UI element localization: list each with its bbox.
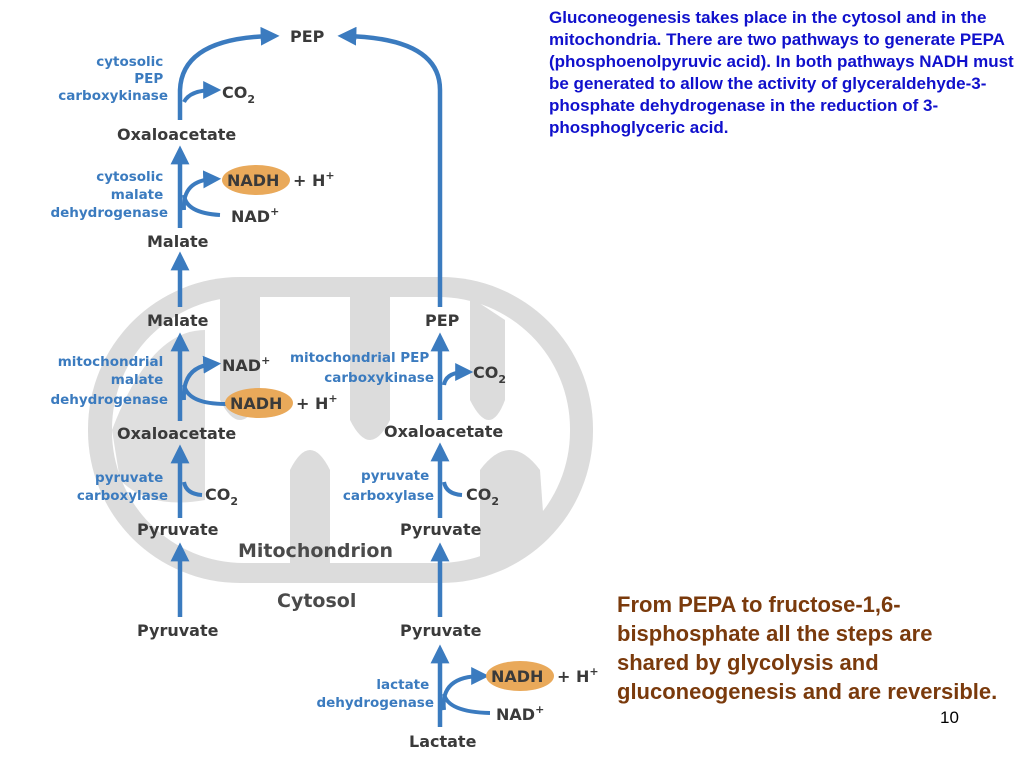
pep-mito: PEP bbox=[425, 311, 460, 330]
nadh-ldh: NADH bbox=[491, 667, 543, 686]
oxaloacetate-cyto: Oxaloacetate bbox=[117, 125, 236, 144]
nadh-release-cyto bbox=[181, 170, 222, 211]
mitochondrion-label: Mitochondrion bbox=[238, 540, 393, 562]
nad-release-mito bbox=[181, 355, 222, 401]
enzyme-cytosolic-pepck: cytosolic PEP carboxykinase bbox=[58, 54, 168, 104]
gluconeogenesis-note: Gluconeogenesis takes place in the cytos… bbox=[549, 8, 1014, 137]
page-number: 10 bbox=[940, 708, 959, 727]
co2-consumed-right bbox=[442, 481, 463, 497]
nad-mito: NAD+ bbox=[222, 354, 270, 375]
nad-consumed-cyto bbox=[182, 194, 221, 217]
cytosol-label: Cytosol bbox=[277, 590, 356, 612]
nadh-highlight-ldh bbox=[486, 661, 554, 691]
co2-right: CO2 bbox=[466, 485, 499, 508]
pyruvate-mito-left: Pyruvate bbox=[137, 520, 219, 539]
plus-h-ldh: + H+ bbox=[557, 665, 599, 686]
enzyme-pyruvate-carboxylase-left: pyruvate carboxylase bbox=[77, 470, 168, 504]
malate-mito: Malate bbox=[147, 311, 209, 330]
shared-steps-note: From PEPA to fructose-1,6-bisphosphate a… bbox=[617, 592, 998, 704]
nadh-release-ldh bbox=[441, 667, 490, 711]
enzyme-mitochondrial-pepck: mitochondrial PEP carboxykinase bbox=[290, 350, 434, 386]
lactate: Lactate bbox=[409, 732, 477, 751]
co2-consumed-left bbox=[182, 481, 203, 497]
pyruvate-cyto-left: Pyruvate bbox=[137, 621, 219, 640]
malate-cyto: Malate bbox=[147, 232, 209, 251]
co2-left: CO2 bbox=[205, 485, 238, 508]
nadh-mito: NADH bbox=[230, 394, 282, 413]
nadh-cyto: NADH bbox=[227, 171, 279, 190]
co2-mito-right: CO2 bbox=[473, 363, 506, 386]
oxaloacetate-mito-right: Oxaloacetate bbox=[384, 422, 503, 441]
pyruvate-cyto-right: Pyruvate bbox=[400, 621, 482, 640]
enzyme-lactate-dehydrogenase: lactate dehydrogenase bbox=[316, 677, 434, 711]
pep-top: PEP bbox=[290, 27, 325, 46]
enzyme-cytosolic-mdh: cytosolic malate dehydrogenase bbox=[50, 169, 168, 221]
co2-release-mito-right bbox=[442, 363, 474, 386]
pyruvate-mito-right: Pyruvate bbox=[400, 520, 482, 539]
enzyme-pyruvate-carboxylase-right: pyruvate carboxylase bbox=[343, 468, 434, 504]
co2-top: CO2 bbox=[222, 83, 255, 106]
plus-h-mito: + H+ bbox=[296, 392, 338, 413]
plus-h-cyto: + H+ bbox=[293, 169, 335, 190]
nadh-highlight-mito bbox=[225, 388, 293, 418]
nad-cyto: NAD+ bbox=[231, 205, 279, 226]
nad-consumed-ldh bbox=[442, 693, 491, 715]
co2-release-top bbox=[182, 81, 222, 104]
arrow-pep-mito-to-pep-top bbox=[337, 26, 443, 307]
oxaloacetate-mito-left: Oxaloacetate bbox=[117, 424, 236, 443]
nad-ldh: NAD+ bbox=[496, 703, 544, 724]
arrow-oaa-to-pep-top bbox=[177, 26, 280, 120]
nadh-consumed-mito bbox=[182, 384, 227, 406]
enzyme-mitochondrial-mdh: mitochondrial malate dehydrogenase bbox=[50, 354, 168, 408]
nadh-highlight-cyto bbox=[222, 165, 290, 195]
